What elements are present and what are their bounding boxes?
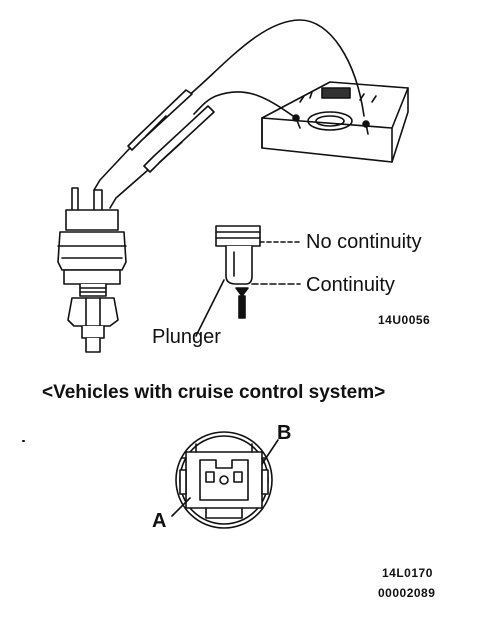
test-lead-long [187,19,365,117]
ohmmeter [261,81,409,163]
section-title: <Vehicles with cruise control system> [42,382,386,403]
test-probe-2 [109,105,215,209]
pin-a-label: A [152,510,167,532]
figure-code-bottom: 14L0170 [382,566,433,580]
plunger-illustration [195,225,301,337]
plunger-label: Plunger [152,326,221,348]
continuity-label: Continuity [306,274,395,296]
pin-b-label: B [277,422,292,444]
stop-lamp-switch [57,187,127,353]
connector-view [171,431,279,529]
no-continuity-label: No continuity [306,231,422,253]
document-number: 00002089 [378,586,436,600]
test-lead-short [193,91,297,119]
figure-code-top: 14U0056 [378,313,431,327]
test-probe-1 [93,89,193,191]
